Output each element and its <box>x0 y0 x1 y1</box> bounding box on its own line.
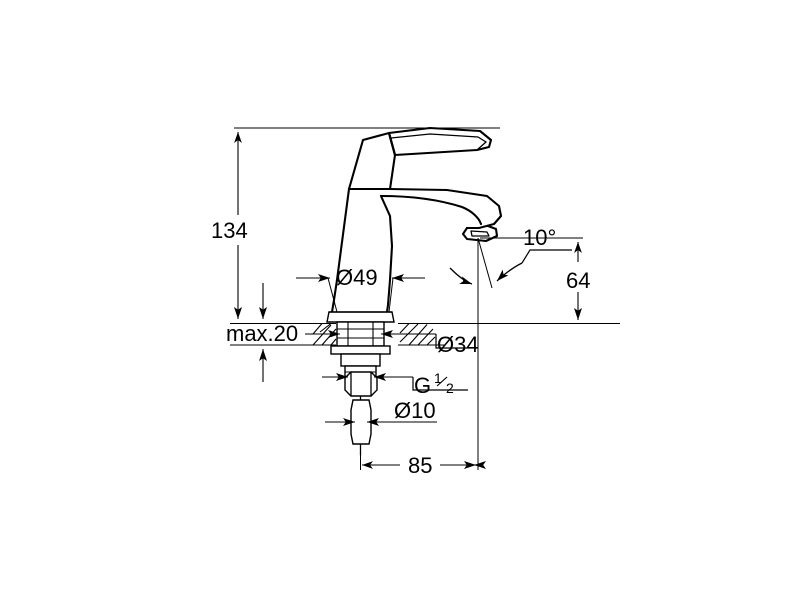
dimension-label-thread-denominator: 2 <box>446 380 454 396</box>
mounting-shank-assembly <box>330 321 391 456</box>
dimension-label-max20: max.20 <box>226 321 298 346</box>
dimension-thread-g-half: G 1 2 <box>322 370 468 398</box>
dimension-label-thread-numerator: 1 <box>434 370 442 386</box>
dimension-height-134: 134 <box>211 127 500 319</box>
dimension-spout-height-64: 64 <box>444 237 590 324</box>
dimension-depth-85: 85 <box>360 444 486 478</box>
dimension-label-diameter-34: Ø34 <box>437 332 479 357</box>
dimension-label-angle-10: 10° <box>523 225 556 250</box>
dimension-label-thread-g: G <box>414 373 431 398</box>
dimension-label-spout-height-64: 64 <box>566 268 590 293</box>
dimension-label-diameter-49: Ø49 <box>336 265 378 290</box>
dimension-label-depth-85: 85 <box>408 453 432 478</box>
dimension-diameter-49: Ø49 <box>296 265 425 313</box>
dimension-label-134: 134 <box>211 218 248 243</box>
dimension-diameter-34: Ø34 <box>305 330 479 357</box>
dimension-label-diameter-10: Ø10 <box>394 398 436 423</box>
dimension-deck-max20: max.20 <box>226 283 298 382</box>
dimension-diameter-10: Ø10 <box>325 398 437 426</box>
dimension-outlet-angle-10deg: 10° <box>449 225 572 470</box>
faucet-body-outline <box>326 126 503 323</box>
